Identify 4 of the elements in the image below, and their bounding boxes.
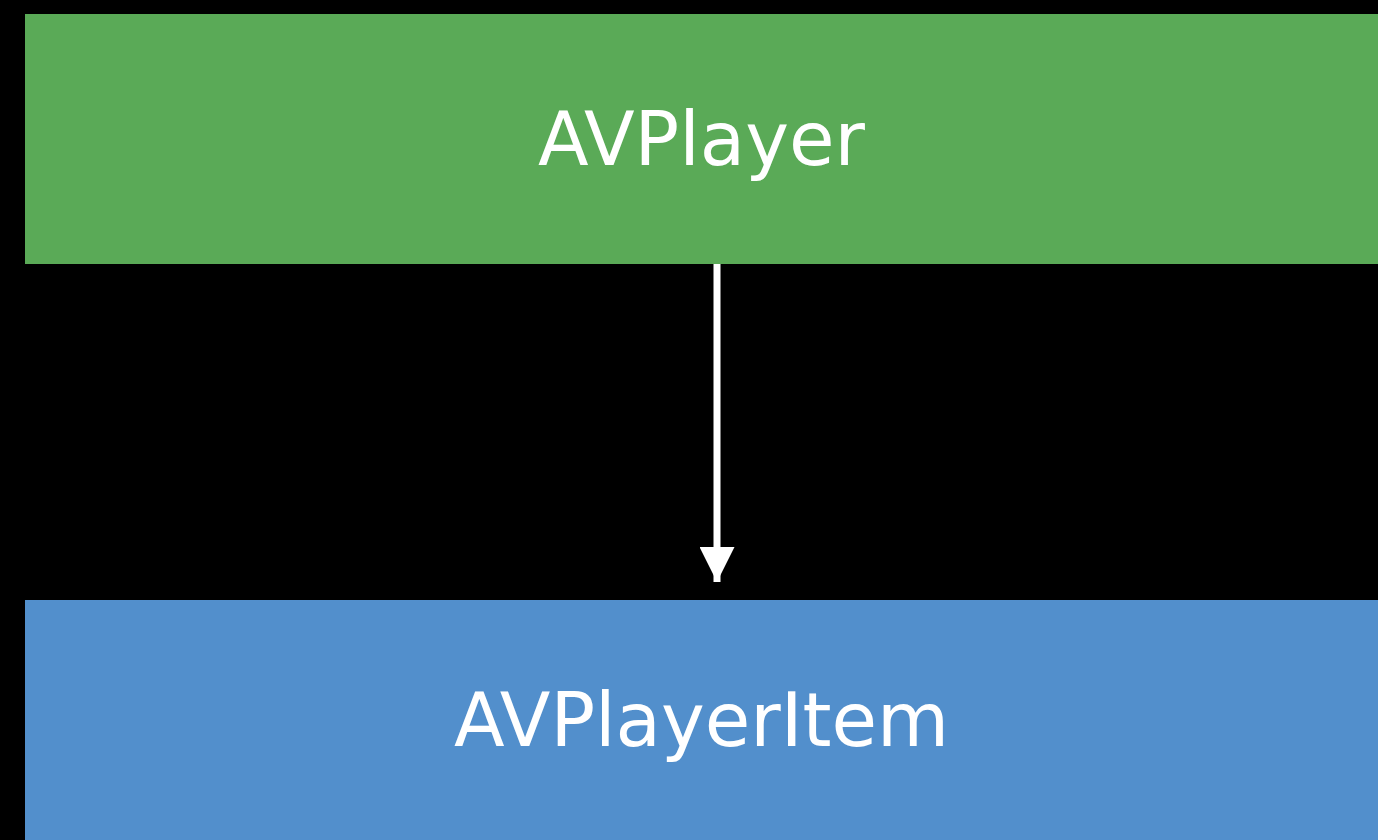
class-box (25, 600, 1378, 840)
class-box (25, 14, 1378, 264)
class-name: AVPlayer (538, 96, 865, 182)
class-name: AVPlayerItem (453, 677, 950, 763)
